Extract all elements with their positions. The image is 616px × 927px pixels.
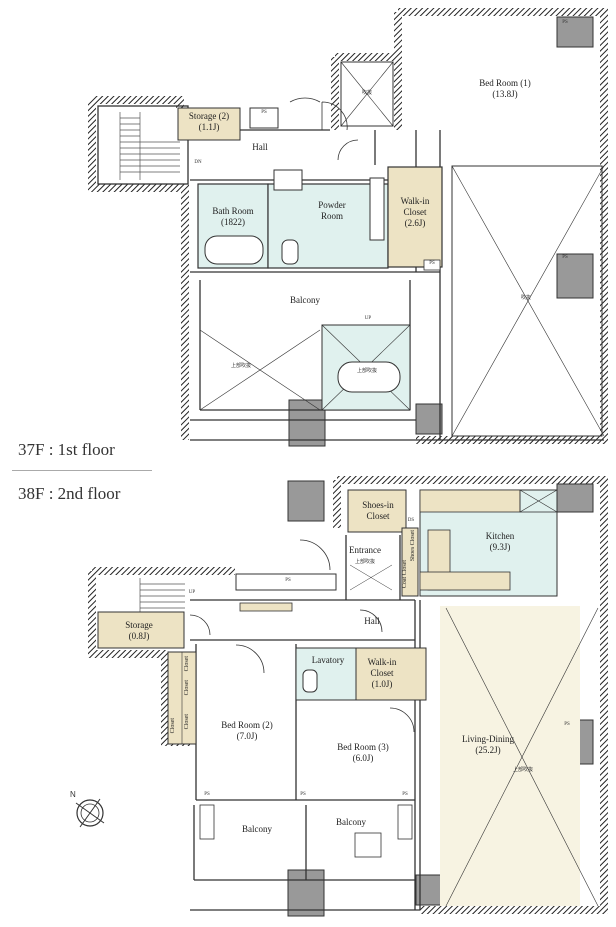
label-ps: PS xyxy=(429,261,435,266)
label-lavatory: Lavatory xyxy=(311,655,345,665)
label-balcony: Balcony xyxy=(242,824,272,834)
column xyxy=(415,403,443,435)
label-closet: Closet xyxy=(184,680,190,696)
void-small xyxy=(340,61,394,127)
floor-label-37: 37F : 1st floor xyxy=(18,440,115,459)
column xyxy=(287,480,325,522)
label-bedroom3: Bed Room (3)(6.0J) xyxy=(337,742,389,763)
label-hall: Hall xyxy=(252,142,268,152)
column xyxy=(556,253,594,299)
label-bedroom2: Bed Room (2)(7.0J) xyxy=(221,720,273,741)
label-ps: PS xyxy=(300,792,306,797)
floor-38 xyxy=(88,476,608,917)
column xyxy=(556,483,594,513)
label-up: UP xyxy=(188,590,196,595)
storage-walls xyxy=(88,96,189,440)
floor-37 xyxy=(88,8,608,447)
label-closet: Closet xyxy=(184,656,190,672)
storage-area xyxy=(97,611,185,649)
label-ps: PS xyxy=(204,792,210,797)
label-void: 吹抜 xyxy=(520,296,531,301)
walkin-area xyxy=(355,647,427,701)
label-closet: Closet xyxy=(184,714,190,730)
living-area xyxy=(440,606,580,906)
label-upper-void: 上部吹抜 xyxy=(512,768,533,773)
label-upper-void: 上部吹抜 xyxy=(230,364,251,369)
label-ps: PS xyxy=(261,110,267,115)
label-living: Living-Dining(25.2J) xyxy=(462,734,514,755)
label-ps: PS xyxy=(402,792,408,797)
label-storage2: Storage (2)(1.1J) xyxy=(188,111,230,132)
label-shoes-closet-vertical: Shoes Closet xyxy=(410,530,416,562)
label-ps: PS xyxy=(562,255,568,260)
label-entrance: Entrance xyxy=(349,545,381,555)
label-bath: Bath Room(1822) xyxy=(212,206,254,227)
ps-box xyxy=(249,107,279,129)
label-balcony: Balcony xyxy=(336,817,366,827)
label-ds: DS xyxy=(407,518,415,523)
label-upper-void: 上部吹抜 xyxy=(354,560,375,565)
label-hall: Hall xyxy=(364,616,380,626)
label-ps: PS xyxy=(285,578,291,583)
floor-label-38: 38F : 2nd floor xyxy=(18,484,121,503)
label-storage: Storage(0.8J) xyxy=(125,620,153,641)
label-balcony: Balcony xyxy=(290,295,320,305)
label-up: UP xyxy=(364,316,372,321)
walkin-area xyxy=(387,166,443,268)
label-kitchen: Kitchen(9.3J) xyxy=(485,531,515,552)
storage2-area xyxy=(177,107,241,141)
label-coat-closet: Coat Closet xyxy=(402,560,408,589)
label-dn: DN xyxy=(194,160,202,165)
label-closet: Closet xyxy=(170,718,176,734)
column xyxy=(288,399,326,447)
divider xyxy=(12,470,152,471)
shoes-closet-area xyxy=(347,489,407,533)
label-void: 吹抜 xyxy=(361,91,372,96)
column xyxy=(415,874,445,906)
compass-icon: N xyxy=(70,790,105,828)
column xyxy=(556,16,594,48)
label-bedroom1: Bed Room (1)(13.8J) xyxy=(479,78,531,99)
svg-text:N: N xyxy=(70,790,76,799)
label-upper-void: 上部吹抜 xyxy=(356,369,377,374)
label-ps: PS xyxy=(562,20,568,25)
label-ps: PS xyxy=(564,722,570,727)
